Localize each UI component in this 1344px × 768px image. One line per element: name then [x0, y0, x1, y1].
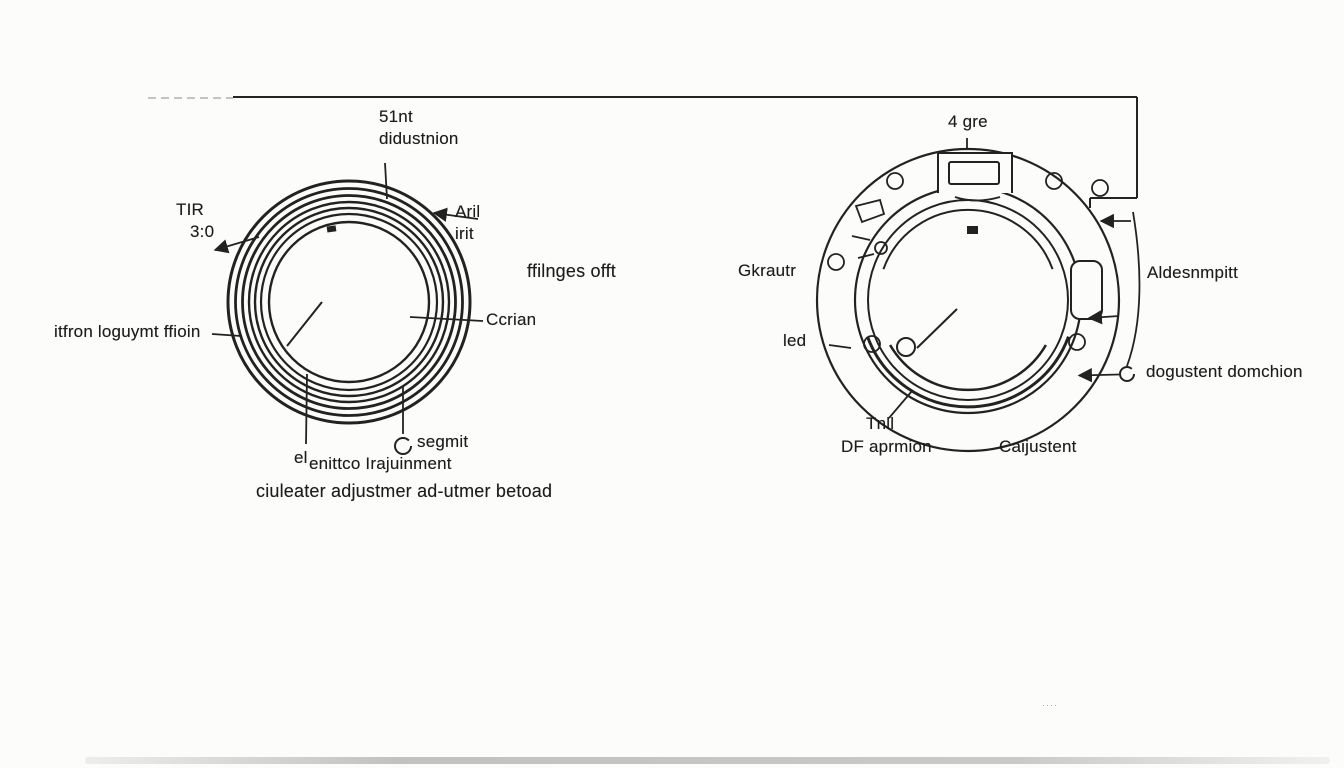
leader-dogustent-curve — [1126, 211, 1141, 367]
circle-glyph-dogustent — [1119, 366, 1135, 382]
label-led: led — [783, 331, 807, 350]
label-caption: ciuleater adjustmer ad-utmer betoad — [256, 481, 553, 501]
scan-band-artifact — [85, 757, 1330, 764]
radial-line — [286, 301, 323, 347]
radial-line — [916, 308, 958, 349]
label-aldesnmpitt: Aldesnmpitt — [1147, 263, 1239, 282]
label-tir-line1: TIR — [176, 200, 204, 219]
label-segmit: segmit — [417, 432, 469, 451]
label-ccrian: Ccrian — [486, 310, 537, 329]
label-anl-line2: irit — [455, 224, 474, 243]
screw-hole — [1045, 172, 1063, 190]
leader-tir-arrow — [213, 236, 260, 254]
scan-smudge: ···· — [1042, 700, 1058, 710]
callout-frame — [148, 96, 1138, 208]
label-lug: itfron loguymt ffioin — [54, 322, 201, 341]
label-flanges: ffilnges offt — [527, 261, 616, 281]
label-51nt-line2: didustnion — [379, 129, 459, 148]
screw-hole — [1068, 333, 1086, 351]
label-51nt-line1: 51nt — [379, 107, 413, 126]
leader-anl-arrow — [432, 207, 479, 222]
label-tir: TIR 3:0 — [176, 199, 214, 243]
screw-hole — [886, 172, 904, 190]
label-gkrautr: Gkrautr — [738, 261, 797, 280]
leader-led — [828, 344, 852, 349]
label-51nt: 51nt didustnion — [379, 106, 459, 150]
index-mark — [967, 226, 978, 234]
label-4gre: 4 gre — [948, 112, 988, 131]
leader-lug — [211, 333, 242, 337]
label-anl-line1: Aril — [455, 202, 481, 221]
label-dogustent: dogustent domchion — [1146, 362, 1303, 381]
label-tir-line2: 3:0 — [190, 222, 215, 241]
right-mount-diagram — [815, 138, 1141, 453]
leader-top — [384, 162, 388, 200]
index-mark — [326, 225, 337, 233]
circle-glyph-segmit — [394, 437, 412, 455]
screw-hole — [863, 335, 881, 353]
left-ring-diagram — [211, 162, 484, 455]
leader-ccrian — [409, 316, 484, 322]
screw-hole — [1091, 179, 1109, 197]
right-tab — [1070, 260, 1103, 320]
screw-hole — [827, 253, 845, 271]
leader-tnll — [888, 390, 913, 419]
arrow-dogustent — [1077, 367, 1120, 383]
leader-el — [305, 373, 308, 445]
label-enittco: enittco Irajuinment — [309, 454, 452, 473]
label-df-aprmion: DF aprmion — [841, 437, 932, 456]
label-el: el — [294, 448, 308, 467]
arrow-into-mount-mid — [1087, 309, 1120, 325]
label-caijustent: Caijustent — [999, 437, 1077, 456]
label-anl: Aril irit — [455, 201, 480, 245]
label-tnll: Tnll — [866, 414, 895, 433]
